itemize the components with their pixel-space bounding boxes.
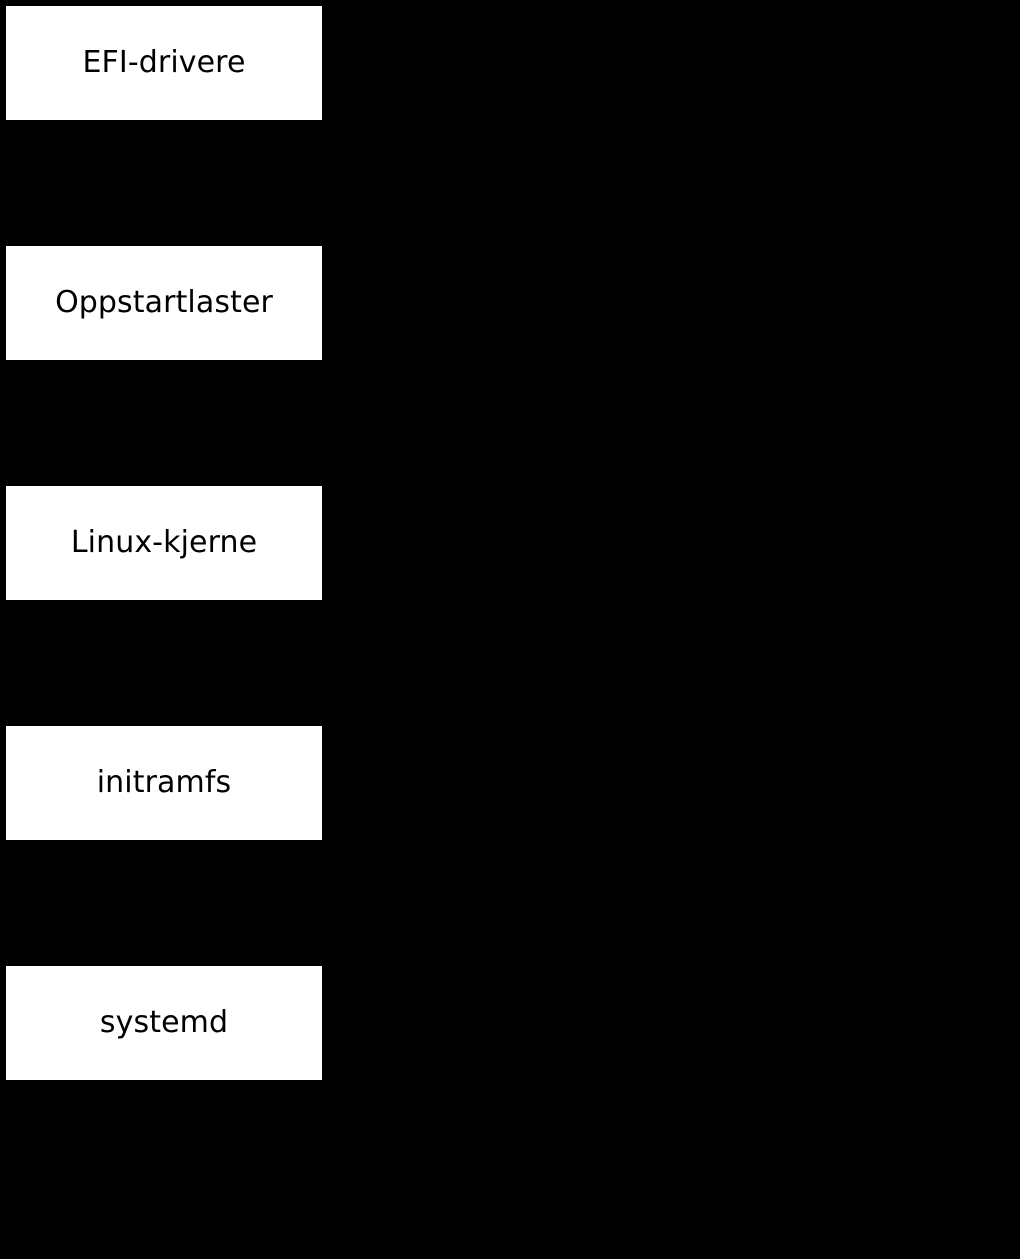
stage-box-efi-drivers[interactable]: EFI-drivere — [6, 6, 322, 120]
stage-box-linux-kernel[interactable]: Linux-kjerne — [6, 486, 322, 600]
stage-box-bootloader[interactable]: Oppstartlaster — [6, 246, 322, 360]
stage-label-efi-drivers: EFI-drivere — [82, 45, 246, 80]
stage-label-bootloader: Oppstartlaster — [55, 285, 273, 320]
stage-label-systemd: systemd — [99, 1005, 229, 1040]
stage-label-initramfs: initramfs — [96, 765, 232, 800]
stage-box-systemd[interactable]: systemd — [6, 966, 322, 1080]
stage-box-initramfs[interactable]: initramfs — [6, 726, 322, 840]
stage-label-linux-kernel: Linux-kjerne — [70, 525, 258, 560]
